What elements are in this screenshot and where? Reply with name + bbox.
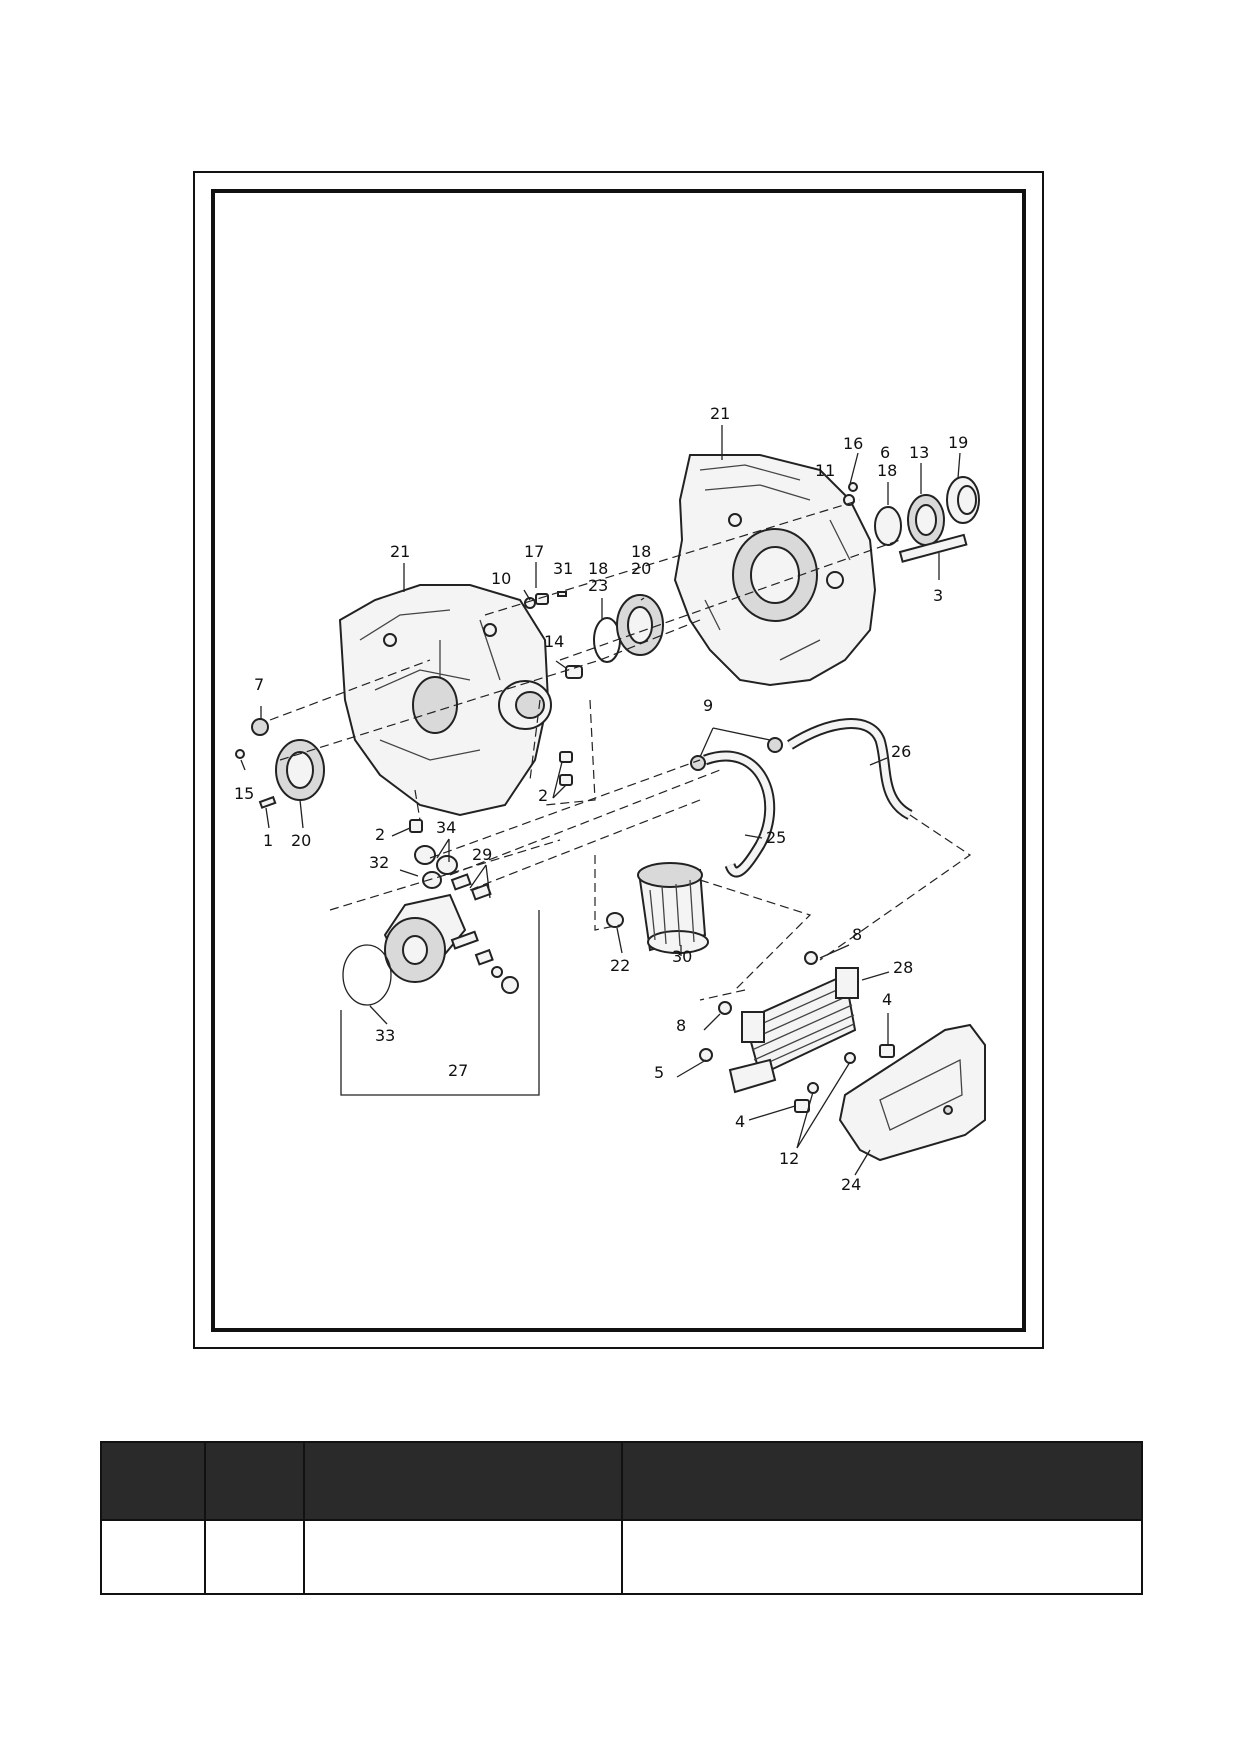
callout-8-top: 8 — [852, 925, 862, 944]
table-cell — [303, 1519, 623, 1595]
callout-26: 26 — [891, 742, 911, 761]
callout-27: 27 — [448, 1061, 468, 1080]
callout-24: 24 — [841, 1175, 861, 1194]
callout-33: 33 — [375, 1026, 395, 1045]
callout-21-right-case: 21 — [710, 404, 730, 423]
oil-filter — [606, 862, 709, 954]
table-header-cell — [303, 1441, 623, 1521]
oil-filter-adapter-assembly — [342, 845, 519, 1006]
table-cell — [100, 1519, 206, 1595]
callout-21-left-case: 21 — [390, 542, 410, 561]
callout-14: 14 — [544, 632, 564, 651]
assembly-guide-lines — [269, 499, 972, 1001]
bearing-and-seal-parts — [235, 476, 980, 833]
callout-4-bottom: 4 — [735, 1112, 745, 1131]
callout-labels: 21 16 6 19 11 18 13 3 21 17 31 10 18 23 … — [234, 404, 968, 1194]
callout-1: 1 — [263, 831, 273, 850]
callout-32: 32 — [369, 853, 389, 872]
oil-cooler-cover — [838, 1023, 986, 1162]
callout-17: 17 — [524, 542, 544, 561]
callout-28: 28 — [893, 958, 913, 977]
callout-18-middle: 18 — [588, 559, 608, 578]
callout-16: 16 — [843, 434, 863, 453]
callout-6: 6 — [880, 443, 890, 462]
callout-12: 12 — [779, 1149, 799, 1168]
callout-18-bearing: 18 — [631, 542, 651, 561]
table-header-cell — [621, 1441, 1143, 1521]
callout-29: 29 — [472, 845, 492, 864]
left-crankcase-half — [338, 584, 552, 817]
oil-cooler — [699, 951, 895, 1113]
callout-23: 23 — [588, 576, 608, 595]
parts-list-table — [100, 1441, 1143, 1595]
callout-9: 9 — [703, 696, 713, 715]
table-row — [100, 1519, 1143, 1595]
callout-4-right: 4 — [882, 990, 892, 1009]
callout-2-bottom: 2 — [375, 825, 385, 844]
callout-18-right: 18 — [877, 461, 897, 480]
table-header-row — [100, 1441, 1143, 1521]
callout-5: 5 — [654, 1063, 664, 1082]
callout-19: 19 — [948, 433, 968, 452]
callout-3: 3 — [933, 586, 943, 605]
oil-lines — [690, 718, 913, 878]
callout-31: 31 — [553, 559, 573, 578]
callout-2-right: 2 — [538, 786, 548, 805]
callout-15: 15 — [234, 784, 254, 803]
callout-8-left: 8 — [676, 1016, 686, 1035]
callout-20-middle: 20 — [631, 559, 651, 578]
table-header-cell — [100, 1441, 206, 1521]
table-cell — [621, 1519, 1143, 1595]
table-header-cell — [204, 1441, 305, 1521]
callout-7: 7 — [254, 675, 264, 694]
right-crankcase-half — [673, 454, 877, 687]
callout-34: 34 — [436, 818, 456, 837]
diagram-inner-frame — [211, 189, 1026, 1332]
callout-leader-lines — [240, 425, 961, 1176]
callout-10: 10 — [491, 569, 511, 588]
callout-30: 30 — [672, 947, 692, 966]
callout-22: 22 — [610, 956, 630, 975]
callout-20-left: 20 — [291, 831, 311, 850]
diagram-outer-frame — [193, 171, 1044, 1349]
callout-13: 13 — [909, 443, 929, 462]
table-cell — [204, 1519, 305, 1595]
callout-25: 25 — [766, 828, 786, 847]
callout-11: 11 — [815, 461, 835, 480]
